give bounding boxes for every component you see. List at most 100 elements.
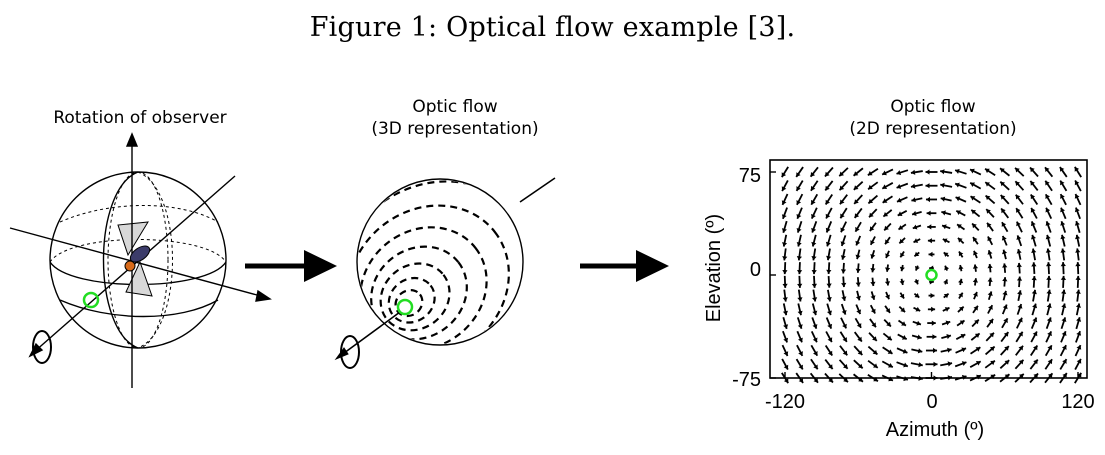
flow-arrow-head	[958, 292, 963, 298]
flow-arrow-head	[973, 250, 978, 256]
flow-arrow-head	[1033, 373, 1038, 379]
flow-arrow-head	[943, 293, 949, 299]
flow-arrow-head	[1061, 303, 1067, 308]
flow-arrow-head	[840, 269, 847, 274]
flow-arrow-head	[1030, 194, 1036, 200]
flow-arrow-head	[1016, 262, 1022, 268]
x-tick-label: 120	[1061, 391, 1094, 413]
flow-arrow-head	[797, 270, 803, 275]
flow-arrow-head	[1046, 317, 1052, 323]
flow-arrow-head	[1075, 275, 1081, 280]
flow-arrow-head	[902, 348, 908, 354]
flow-arrow-head	[783, 364, 789, 370]
flow-arrow-head	[917, 348, 923, 354]
flow-arrow-head	[918, 362, 923, 368]
flow-arrow-head	[914, 293, 920, 298]
flow-arrow-head	[974, 333, 980, 338]
flow-arrow-head	[1061, 345, 1067, 350]
flow-arrow-head	[940, 169, 945, 175]
flow-arrow-head	[899, 266, 905, 272]
flow-arrow-head	[782, 256, 788, 261]
flow-arrow-head	[990, 360, 995, 366]
flow-arrow-head	[885, 267, 891, 272]
flow-arrow-head	[858, 363, 863, 369]
flow-arrow-head	[1045, 194, 1050, 199]
flow-arrow-head	[796, 256, 802, 261]
flow-arrow-head	[882, 170, 887, 176]
flow-arrow-head	[1074, 180, 1080, 186]
flow-arrow-head	[1061, 331, 1067, 336]
flow-arrow-head	[913, 279, 919, 285]
flow-arrow-head	[1060, 207, 1065, 213]
flow-arrow-head	[843, 364, 848, 369]
flow-arrow-head	[1018, 331, 1023, 337]
flow-arrow-head	[900, 307, 905, 313]
flow-sphere	[356, 178, 524, 346]
flow-arrow-head	[825, 213, 831, 219]
flow-arrow-head	[974, 319, 979, 325]
flow-arrow-head	[812, 337, 818, 343]
flow-arrow-head	[857, 336, 862, 342]
flow-arrow-head	[1004, 346, 1009, 351]
flow-arrow-head	[1019, 373, 1024, 379]
flow-arrow-head	[1002, 290, 1008, 296]
flow-arrow-head	[873, 363, 878, 368]
flow-arrow-head	[1016, 221, 1021, 227]
flow-arrow-head	[1047, 345, 1052, 351]
flow-arrow-head	[897, 197, 902, 203]
flow-arrow-head	[798, 337, 803, 343]
flow-arrow-head	[1003, 318, 1008, 324]
flow-arrow-head	[915, 265, 920, 271]
flow-arrow-head	[955, 196, 961, 202]
flow-arrow-head	[872, 349, 878, 355]
flow-arrow-head	[1032, 317, 1038, 323]
flow-arrow-head	[783, 337, 789, 343]
flow-arrow-head	[1002, 277, 1008, 282]
flow-arrow-head	[961, 347, 966, 353]
flow-arrow-head	[810, 185, 816, 191]
flow-arrow-head	[1016, 276, 1023, 281]
flow-arrow-head	[976, 374, 981, 380]
flow-arrow-head	[782, 242, 788, 247]
flow-arrow-head	[1074, 194, 1080, 199]
flow-arrow-head	[1059, 167, 1065, 172]
flow-arrow-head	[1076, 345, 1082, 350]
flow-arrow-head	[885, 239, 890, 245]
flow-arrow-head	[1001, 235, 1007, 241]
flow-arrow-head	[896, 184, 902, 189]
flow-arrow-head	[927, 224, 932, 230]
flow-arrow-head	[781, 214, 787, 219]
flow-arrow-head	[797, 324, 803, 329]
flow-arrow-head	[813, 378, 818, 383]
flow-arrow-head	[1018, 359, 1024, 365]
flow-arrow-head	[828, 377, 833, 383]
flow-arrow-head	[826, 269, 832, 274]
flow-arrow-head	[961, 374, 967, 380]
flow-arrow-head	[926, 196, 930, 203]
flow-arrow-head	[985, 168, 990, 174]
flow-arrow-head	[1075, 289, 1081, 294]
flow-arrow-head	[1074, 221, 1080, 226]
flow-arrow-head	[855, 240, 861, 246]
flow-arrow-head	[990, 374, 996, 380]
flow-arrow-head	[812, 297, 818, 302]
flow-arrow-head	[827, 337, 833, 343]
flow-ring	[387, 276, 436, 324]
flow-arrow-head	[783, 378, 789, 384]
flow-arrow-head	[840, 213, 845, 219]
fly-icon	[124, 245, 151, 272]
flow-arrow-head	[970, 196, 976, 201]
flow-arrow-head	[957, 224, 962, 229]
flow-arrow-head	[813, 351, 818, 356]
x-tick-label: -120	[765, 391, 805, 413]
flow-arrow-head	[955, 182, 960, 188]
flow-arrow-head	[901, 335, 907, 340]
flow-arrow-head	[1076, 359, 1082, 364]
flow-arrow-head	[887, 335, 892, 341]
flow-arrow-head	[932, 334, 937, 340]
flow-arrow-head	[856, 309, 862, 315]
flow-arrow-head	[841, 282, 847, 288]
flow-arrow-head	[798, 364, 803, 370]
flow-arrow-head	[855, 268, 861, 273]
flow-arrow-head	[945, 320, 951, 326]
